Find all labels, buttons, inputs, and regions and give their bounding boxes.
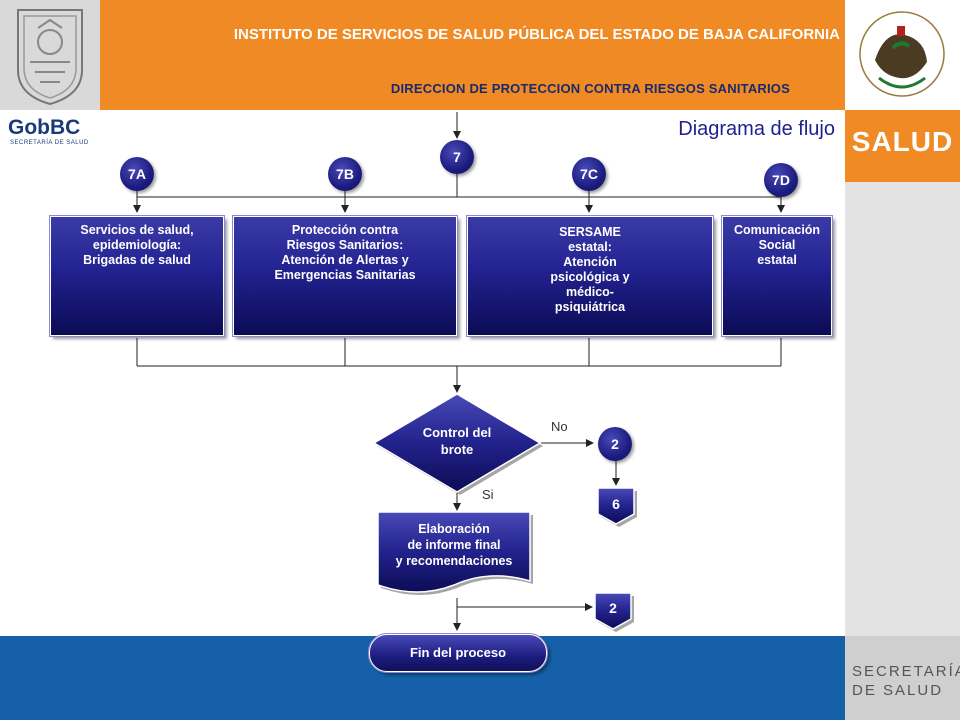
- connector-7d: 7D: [764, 163, 798, 197]
- box-line: SERSAME: [559, 225, 621, 239]
- institute-title: INSTITUTO DE SERVICIOS DE SALUD PÚBLICA …: [233, 26, 840, 43]
- baja-california-seal-icon: [17, 9, 83, 106]
- connector-7: 7: [440, 140, 474, 174]
- box-line: Comunicación: [733, 223, 821, 237]
- mexico-seal-icon: [859, 11, 945, 97]
- box-line: Servicios de salud,: [80, 223, 194, 237]
- direction-title: DIRECCION DE PROTECCION CONTRA RIESGOS S…: [390, 81, 790, 96]
- flow-connectors: [133, 112, 785, 631]
- connector-7b: 7B: [328, 157, 362, 191]
- connector-7c: 7C: [572, 157, 606, 191]
- decision-line: Control del: [422, 425, 492, 440]
- national-seal-panel: [845, 0, 960, 110]
- box-line: estatal: [757, 253, 797, 267]
- box-proteccion-riesgos: Protección contra Riesgos Sanitarios: At…: [232, 215, 458, 337]
- box-line: Atención: [563, 255, 617, 269]
- report-line: Elaboración: [418, 522, 490, 536]
- connector-7a: 7A: [120, 157, 154, 191]
- box-line: Atención de Alertas y: [281, 253, 409, 267]
- box-servicios-salud: Servicios de salud, epidemiología: Briga…: [49, 215, 225, 337]
- box-line: epidemiología:: [92, 238, 182, 252]
- box-line: estatal:: [568, 240, 612, 254]
- box-line: psicológica y: [550, 270, 630, 284]
- connector-no-2: 2: [598, 427, 632, 461]
- salud-band: [845, 110, 960, 182]
- header-band: [100, 0, 845, 110]
- offpage-connector-2: 2: [609, 600, 617, 616]
- offpage-connector-2-shape: [594, 592, 634, 632]
- gobbc-logo-panel: [0, 110, 100, 154]
- diagram-title: Diagrama de flujo: [678, 118, 835, 140]
- decision-label: Control del brote: [400, 424, 514, 458]
- offpage-connector-6-shape: [597, 487, 637, 527]
- report-label: Elaboración de informe final y recomenda…: [378, 521, 530, 569]
- secretaria-logo: SECRETARÍA DE SALUD: [852, 662, 960, 700]
- offpage-connector-6: 6: [612, 496, 620, 512]
- report-line: y recomendaciones: [395, 554, 513, 568]
- box-comunicacion-social: Comunicación Social estatal: [721, 215, 833, 337]
- secretaria-line-1: SECRETARÍA: [852, 663, 960, 680]
- secretaria-line-2: DE SALUD: [852, 682, 944, 699]
- no-label: No: [551, 419, 568, 434]
- end-process: Fin del proceso: [368, 633, 548, 673]
- box-line: psiquiátrica: [554, 300, 626, 314]
- box-line: Riesgos Sanitarios:: [286, 238, 404, 252]
- box-line: Brigadas de salud: [83, 253, 191, 267]
- box-line: Protección contra: [291, 223, 399, 237]
- box-line: médico-: [566, 285, 614, 299]
- salud-logo: SALUD: [851, 126, 954, 157]
- report-document-shape: [377, 511, 533, 595]
- box-line: Social: [758, 238, 796, 252]
- box-line: Emergencias Sanitarias: [274, 268, 416, 282]
- decision-line: brote: [440, 442, 474, 457]
- box-sersame: SERSAME estatal: Atención psicológica y …: [466, 215, 714, 337]
- gobbc-logo: GobBC: [8, 116, 81, 139]
- footer-logo-panel: [845, 636, 960, 720]
- si-label: Si: [482, 487, 494, 502]
- report-line: de informe final: [407, 538, 501, 552]
- decision-diamond: [372, 393, 543, 495]
- state-seal-panel: [0, 0, 100, 110]
- right-strip: [845, 182, 960, 636]
- gobbc-subtitle: SECRETARÍA DE SALUD: [10, 140, 89, 146]
